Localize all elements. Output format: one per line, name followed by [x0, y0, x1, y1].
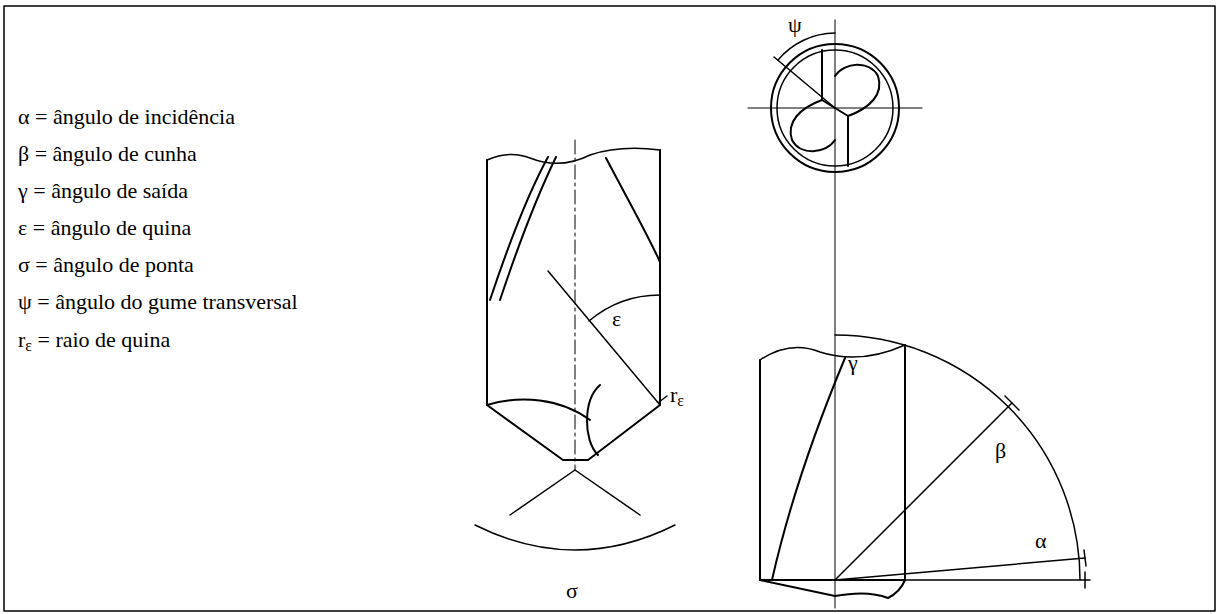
angle-construction: [835, 335, 1090, 588]
angle-symbol: σ: [566, 580, 578, 602]
angle-arc: [475, 525, 675, 550]
angle-arc: [778, 33, 835, 60]
angle-arc: [589, 295, 660, 321]
radius-symbol: rε: [670, 384, 684, 406]
reference-line: [774, 57, 835, 108]
symbol-definition: ψ = ângulo do gume transversal: [18, 291, 298, 313]
symbol-definition: β = ângulo de cunha: [18, 143, 197, 165]
angle-symbol: α: [1035, 530, 1047, 552]
figure-frame: [4, 6, 1215, 611]
symbol-definition: σ = ângulo de ponta: [18, 254, 194, 276]
drill-section-view: [760, 345, 905, 598]
angle-symbol: ψ: [788, 14, 802, 36]
angle-symbol: γ: [848, 352, 858, 374]
drill-axis: [575, 140, 576, 470]
symbol-definition: ε = ângulo de quina: [18, 217, 191, 239]
drill-side-view: [487, 148, 660, 460]
drill-end-view: [771, 44, 899, 172]
leader-line: [659, 396, 667, 402]
angle-symbol: ε: [612, 308, 621, 330]
extension-line: [510, 470, 640, 515]
symbol-definition: α = ângulo de incidência: [18, 106, 235, 128]
angle-symbol: β: [995, 440, 1006, 462]
symbol-definition: γ = ângulo de saída: [18, 180, 188, 202]
symbol-definition: rε = raio de quina: [18, 329, 170, 351]
